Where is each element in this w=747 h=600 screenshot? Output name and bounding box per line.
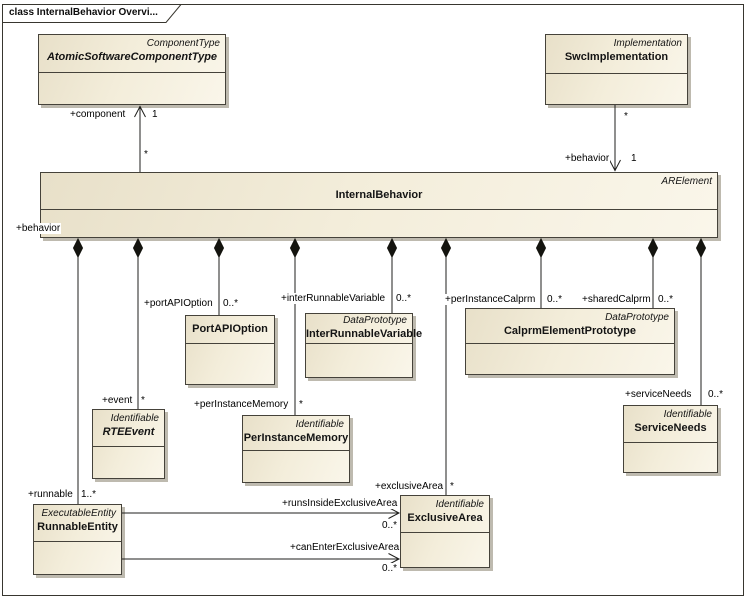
class-name: SwcImplementation <box>564 51 669 63</box>
class-header: Identifiable RTEEvent <box>93 410 164 447</box>
composition-inter-runnable-variable[interactable] <box>386 237 398 313</box>
multiplicity-per-instance-memory: * <box>298 399 304 410</box>
association-can-enter-exclusive-area[interactable] <box>122 553 401 565</box>
stereotype-label: Identifiable <box>295 419 344 430</box>
class-name: RTEEvent <box>102 426 155 438</box>
multiplicity-behavior: 1 <box>630 153 638 164</box>
class-name: InterRunnableVariable <box>306 328 423 340</box>
stereotype-label: ComponentType <box>146 38 220 49</box>
class-name: AtomicSoftwareComponentType <box>46 51 218 63</box>
role-label-port-api-option: +portAPIOption <box>143 298 214 309</box>
role-label-runs-inside-exclusive-area: +runsInsideExclusiveArea <box>281 498 399 509</box>
class-box-internal-behavior[interactable]: ARElement InternalBehavior <box>40 172 718 238</box>
class-header: Identifiable PerInstanceMemory <box>243 416 349 451</box>
role-label-component: +component <box>69 109 127 120</box>
multiplicity-exclusive-area: * <box>449 481 455 492</box>
role-label-exclusive-area: +exclusiveArea <box>374 481 445 492</box>
stereotype-label: Identifiable <box>110 413 159 424</box>
role-label-behavior: +behavior <box>564 153 611 164</box>
class-name: ServiceNeeds <box>634 422 707 434</box>
stereotype-label: DataPrototype <box>343 315 407 326</box>
class-header: DataPrototype CalprmElementPrototype <box>466 309 674 344</box>
multiplicity-per-instance-calprm: 0..* <box>546 294 564 305</box>
class-box-inter-runnable-variable[interactable]: DataPrototype InterRunnableVariable <box>305 313 423 378</box>
composition-shared-calprm[interactable] <box>647 237 659 308</box>
class-header: Identifiable ExclusiveArea <box>401 496 489 533</box>
stereotype-label: Identifiable <box>663 409 712 420</box>
class-box-port-api-option[interactable]: PortAPIOption <box>185 315 275 385</box>
composition-service-needs[interactable] <box>695 237 707 405</box>
class-name: PerInstanceMemory <box>243 432 349 444</box>
class-name: CalprmElementPrototype <box>503 325 637 337</box>
multiplicity-can-enter-exclusive-area: 0..* <box>381 563 399 574</box>
class-box-runnable-entity[interactable]: ExecutableEntity RunnableEntity <box>33 504 122 575</box>
class-box-calprm-element-prototype[interactable]: DataPrototype CalprmElementPrototype <box>465 308 675 375</box>
class-box-rte-event[interactable]: Identifiable RTEEvent <box>92 409 165 479</box>
multiplicity-runs-inside-exclusive-area: 0..* <box>381 520 399 531</box>
stereotype-label: DataPrototype <box>605 312 669 323</box>
role-label-behavior-edge: +behavior <box>15 223 62 234</box>
association-runs-inside-exclusive-area[interactable] <box>122 507 401 519</box>
role-label-inter-runnable-variable: +interRunnableVariable <box>280 293 387 304</box>
class-header: ExecutableEntity RunnableEntity <box>34 505 121 542</box>
class-header: Implementation SwcImplementation <box>546 35 687 74</box>
role-label-per-instance-calprm: +perInstanceCalprm <box>444 294 537 305</box>
class-name: RunnableEntity <box>37 521 118 533</box>
multiplicity-swc-source: * <box>623 111 629 122</box>
multiplicity-component: 1 <box>151 109 159 120</box>
class-box-exclusive-area[interactable]: Identifiable ExclusiveArea <box>400 495 490 568</box>
composition-per-instance-memory[interactable] <box>289 237 301 415</box>
multiplicity-port-api-option: 0..* <box>222 298 240 309</box>
stereotype-label: ExecutableEntity <box>41 508 117 519</box>
diagram-tab-shape[interactable] <box>2 4 183 23</box>
class-box-atomic-software-component-type[interactable]: ComponentType AtomicSoftwareComponentTyp… <box>38 34 226 105</box>
role-label-per-instance-memory: +perInstanceMemory <box>193 399 290 410</box>
association-behavior[interactable] <box>609 105 621 172</box>
class-name: ExclusiveArea <box>407 512 483 524</box>
role-label-shared-calprm: +sharedCalprm <box>581 294 652 305</box>
class-box-swc-implementation[interactable]: Implementation SwcImplementation <box>545 34 688 105</box>
role-label-service-needs: +serviceNeeds <box>624 389 693 400</box>
multiplicity-event: * <box>140 395 146 406</box>
stereotype-label: ARElement <box>661 176 712 187</box>
role-label-runnable: +runnable <box>27 489 74 500</box>
stereotype-label: Identifiable <box>435 499 484 510</box>
class-header: Identifiable ServiceNeeds <box>624 406 717 443</box>
class-header: DataPrototype InterRunnableVariable <box>306 314 423 344</box>
composition-per-instance-calprm[interactable] <box>535 237 547 308</box>
composition-exclusive-area[interactable] <box>440 237 452 495</box>
class-header: ARElement InternalBehavior <box>41 173 717 210</box>
class-header: PortAPIOption <box>186 316 274 344</box>
composition-event[interactable] <box>132 237 144 409</box>
class-box-per-instance-memory[interactable]: Identifiable PerInstanceMemory <box>242 415 350 483</box>
class-name: InternalBehavior <box>335 189 423 201</box>
association-component[interactable] <box>134 105 146 172</box>
multiplicity-inter-runnable-variable: 0..* <box>395 293 413 304</box>
stereotype-label: Implementation <box>613 38 682 49</box>
role-label-can-enter-exclusive-area: +canEnterExclusiveArea <box>289 542 401 553</box>
composition-port-api-option[interactable] <box>213 237 225 315</box>
composition-runnable[interactable] <box>72 237 84 504</box>
class-name: PortAPIOption <box>192 323 268 335</box>
class-box-service-needs[interactable]: Identifiable ServiceNeeds <box>623 405 718 473</box>
multiplicity-shared-calprm: 0..* <box>657 294 675 305</box>
class-header: ComponentType AtomicSoftwareComponentTyp… <box>39 35 225 73</box>
multiplicity-service-needs: 0..* <box>707 389 725 400</box>
role-label-event: +event <box>101 395 134 406</box>
diagram-frame <box>2 4 744 596</box>
diagram-tab-title[interactable]: class InternalBehavior Overvi... <box>9 7 158 18</box>
multiplicity-component-source: * <box>143 149 149 160</box>
multiplicity-runnable: 1..* <box>80 489 98 500</box>
